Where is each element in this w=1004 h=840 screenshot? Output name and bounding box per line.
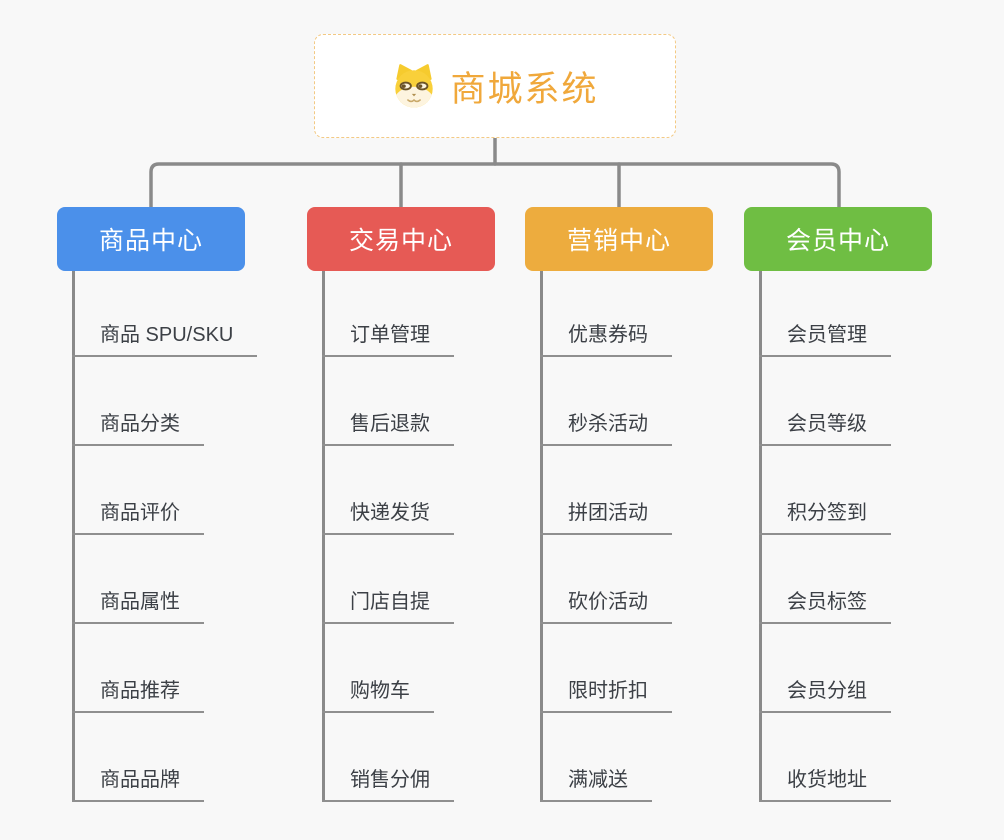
- leaf-node[interactable]: 订单管理: [322, 325, 454, 357]
- leaf-node[interactable]: 销售分佣: [322, 770, 454, 802]
- leaf-node[interactable]: 商品评价: [72, 503, 204, 535]
- root-title: 商城系统: [450, 69, 599, 109]
- leaf-node[interactable]: 商品品牌: [72, 770, 204, 802]
- leaf-node[interactable]: 优惠券码: [540, 325, 672, 357]
- branch-node[interactable]: 交易中心: [307, 207, 495, 271]
- leaf-node[interactable]: 满减送: [540, 770, 652, 802]
- leaf-node[interactable]: 积分签到: [759, 503, 891, 535]
- leaf-node[interactable]: 会员分组: [759, 681, 891, 713]
- leaf-node[interactable]: 限时折扣: [540, 681, 672, 713]
- root-branch-connectors: [149, 135, 841, 209]
- branch-node[interactable]: 营销中心: [525, 207, 713, 271]
- leaf-node[interactable]: 商品分类: [72, 414, 204, 446]
- branch-trunk-line: [321, 271, 325, 802]
- leaf-node[interactable]: 会员等级: [759, 414, 891, 446]
- leaf-node[interactable]: 秒杀活动: [540, 414, 672, 446]
- leaf-node[interactable]: 购物车: [322, 681, 434, 713]
- leaf-node[interactable]: 门店自提: [322, 592, 454, 624]
- branch-node[interactable]: 商品中心: [57, 207, 245, 271]
- branch-trunk-line: [539, 271, 543, 802]
- doge-icon: [391, 63, 437, 109]
- root-node[interactable]: 商城系统: [314, 34, 676, 138]
- leaf-node[interactable]: 会员标签: [759, 592, 891, 624]
- leaf-node[interactable]: 商品推荐: [72, 681, 204, 713]
- leaf-node[interactable]: 商品 SPU/SKU: [72, 325, 258, 357]
- leaf-node[interactable]: 快递发货: [322, 503, 454, 535]
- branch-trunk-line: [71, 271, 75, 802]
- branch-node[interactable]: 会员中心: [744, 207, 932, 271]
- leaf-node[interactable]: 售后退款: [322, 414, 454, 446]
- leaf-node[interactable]: 商品属性: [72, 592, 204, 624]
- branch-trunk-line: [758, 271, 762, 802]
- leaf-node[interactable]: 拼团活动: [540, 503, 672, 535]
- branch-bus-line: [149, 162, 841, 209]
- leaf-node[interactable]: 会员管理: [759, 325, 891, 357]
- leaf-node[interactable]: 砍价活动: [540, 592, 672, 624]
- leaf-node[interactable]: 收货地址: [759, 770, 891, 802]
